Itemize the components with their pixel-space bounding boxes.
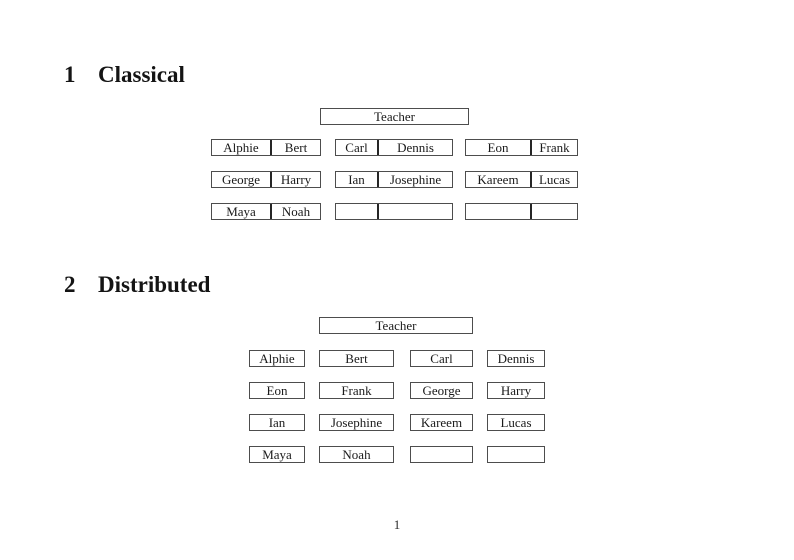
seat-label: Lucas bbox=[538, 172, 571, 187]
desk-single: Eon bbox=[249, 382, 305, 399]
seat-label: Dennis bbox=[497, 350, 535, 366]
section-heading-distributed: 2 Distributed bbox=[64, 272, 210, 297]
section-title: Classical bbox=[98, 62, 185, 87]
desk-single: Kareem bbox=[410, 414, 473, 431]
seat-label: Josephine bbox=[389, 172, 442, 187]
seat-label: George bbox=[212, 172, 272, 187]
seat-label bbox=[466, 204, 532, 219]
desk-pair-empty bbox=[465, 203, 578, 220]
seat-label: Noah bbox=[342, 446, 371, 462]
desk-single: Harry bbox=[487, 382, 545, 399]
seat-label: Bert bbox=[345, 350, 368, 366]
desk-single: Josephine bbox=[319, 414, 394, 431]
seat-label: Kareem bbox=[420, 414, 463, 430]
seat-label: Eon bbox=[266, 382, 288, 398]
teacher-label: Teacher bbox=[375, 317, 417, 333]
desk-pair: Maya Noah bbox=[211, 203, 321, 220]
desk-pair: Kareem Lucas bbox=[465, 171, 578, 188]
seat-label: Eon bbox=[466, 140, 532, 155]
section-number: 2 bbox=[64, 272, 76, 297]
desk-pair: George Harry bbox=[211, 171, 321, 188]
seat-label: Alphie bbox=[212, 140, 272, 155]
seat-label: Frank bbox=[539, 140, 570, 155]
seat-label: Harry bbox=[280, 172, 312, 187]
desk-single: Noah bbox=[319, 446, 394, 463]
desk-single: Dennis bbox=[487, 350, 545, 367]
desk-single-empty bbox=[487, 446, 545, 463]
desk-pair: Ian Josephine bbox=[335, 171, 453, 188]
desk-single: Carl bbox=[410, 350, 473, 367]
seat-label: Noah bbox=[281, 204, 311, 219]
seat-label: Frank bbox=[341, 382, 372, 398]
seat-label: George bbox=[422, 382, 461, 398]
seat-label: Harry bbox=[500, 382, 532, 398]
desk-single: Ian bbox=[249, 414, 305, 431]
seat-label: Dennis bbox=[397, 140, 434, 155]
desk-single: Lucas bbox=[487, 414, 545, 431]
desk-single: Maya bbox=[249, 446, 305, 463]
seat-label bbox=[336, 204, 379, 219]
desk-pair-empty bbox=[335, 203, 453, 220]
seat-label: Ian bbox=[268, 414, 286, 430]
seat-label: Kareem bbox=[466, 172, 532, 187]
desk-pair: Alphie Bert bbox=[211, 139, 321, 156]
seat-label: Alphie bbox=[259, 350, 295, 366]
seat-label: Maya bbox=[212, 204, 272, 219]
teacher-box: Teacher bbox=[319, 317, 473, 334]
section-title: Distributed bbox=[98, 272, 211, 297]
desk-single: George bbox=[410, 382, 473, 399]
seat-label bbox=[379, 204, 452, 219]
desk-single: Frank bbox=[319, 382, 394, 399]
desk-single: Alphie bbox=[249, 350, 305, 367]
desk-single: Bert bbox=[319, 350, 394, 367]
desk-single-empty bbox=[410, 446, 473, 463]
seat-label: Carl bbox=[430, 350, 453, 366]
page-number: 1 bbox=[393, 517, 401, 532]
seat-label: Carl bbox=[336, 140, 379, 155]
teacher-box: Teacher bbox=[320, 108, 469, 125]
desk-pair: Eon Frank bbox=[465, 139, 578, 156]
section-number: 1 bbox=[64, 62, 76, 87]
seat-label bbox=[532, 204, 577, 219]
seat-label: Ian bbox=[336, 172, 379, 187]
seat-label: Lucas bbox=[500, 414, 532, 430]
seat-label: Maya bbox=[262, 446, 292, 462]
seat-label: Josephine bbox=[330, 414, 383, 430]
desk-pair: Carl Dennis bbox=[335, 139, 453, 156]
seat-label: Bert bbox=[284, 140, 308, 155]
section-heading-classical: 1 Classical bbox=[64, 62, 185, 87]
teacher-label: Teacher bbox=[374, 108, 415, 124]
